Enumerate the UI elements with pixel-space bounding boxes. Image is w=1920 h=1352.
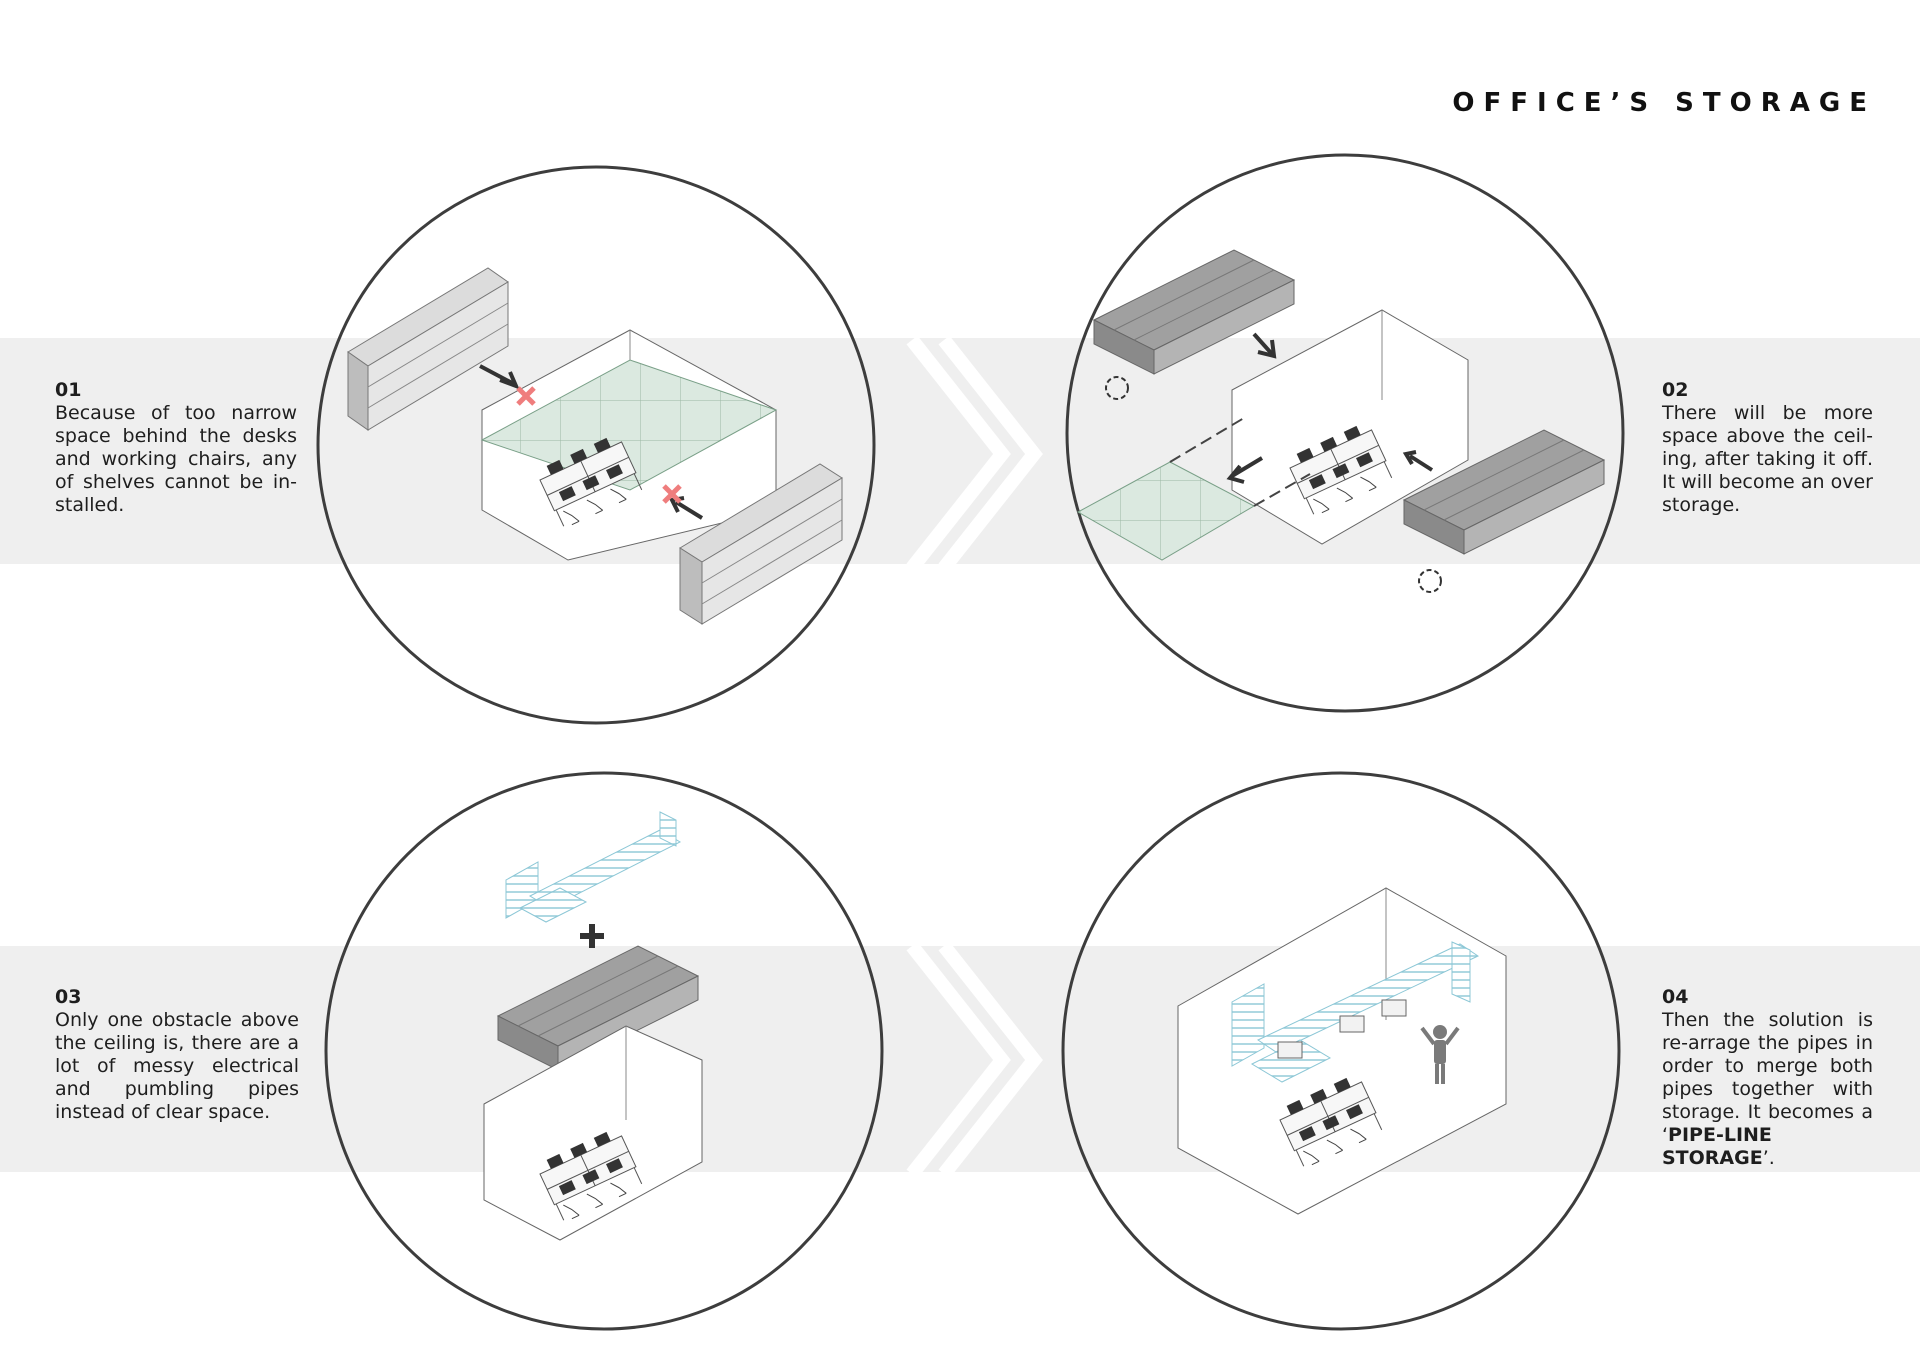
panel-04-illustration — [1178, 888, 1506, 1214]
pipes — [506, 812, 680, 922]
panel-01-illustration — [348, 268, 842, 624]
plus-icon — [580, 924, 604, 948]
chevron-icon — [912, 340, 1034, 1174]
panel-02-illustration — [1078, 250, 1604, 592]
panel-03-illustration — [484, 812, 702, 1240]
bookshelf — [348, 268, 508, 430]
